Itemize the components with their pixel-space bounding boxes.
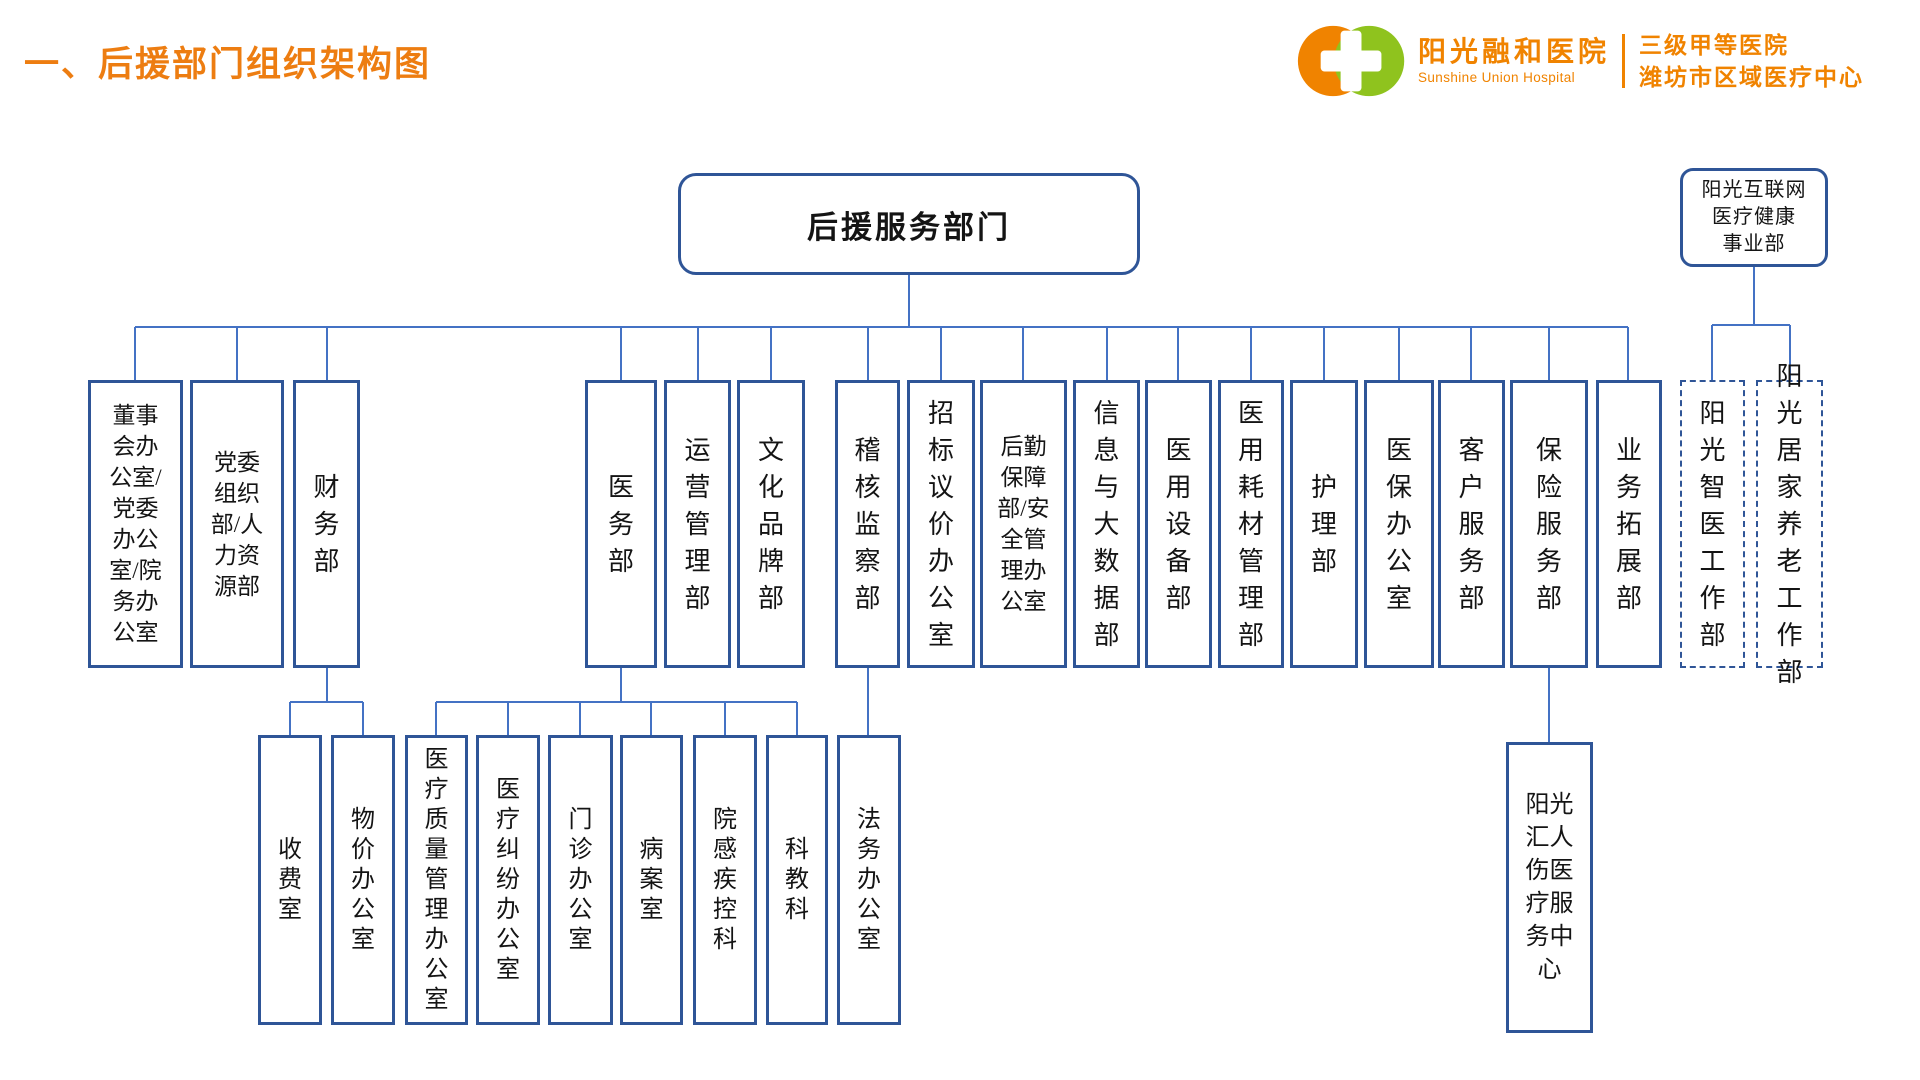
dept-home-elderly-care-dashed: 阳光居家养老工作部 — [1756, 362, 1823, 687]
dept-bidding-pricing: 招标议价办公室 — [907, 380, 975, 668]
dept-label: 阳光智医工作部 — [1699, 398, 1726, 650]
dept-label: 招标议价办公室 — [927, 398, 954, 650]
hospital-name-block: 阳光融和医院 Sunshine Union Hospital — [1418, 35, 1610, 87]
sub-outpatient-office: 门诊办公室 — [548, 735, 613, 1025]
tagline-line-2: 潍坊市区域医疗中心 — [1639, 64, 1865, 90]
dept-label: 病案室 — [639, 837, 664, 923]
internet-health-division-box: 阳光互联网 医疗健康 事业部 — [1680, 168, 1828, 267]
dept-label: 门诊办公室 — [568, 807, 593, 953]
dept-label: 护理部 — [1310, 472, 1337, 576]
dept-finance: 财务部 — [293, 380, 360, 668]
dept-medical-equipment: 医用设备部 — [1145, 380, 1212, 668]
root-box-rear-service: 后援服务部门 — [678, 173, 1140, 275]
dept-label: 运营管理部 — [684, 435, 711, 613]
dept-label: 医疗质量管理办公室 — [424, 747, 449, 1013]
dept-medical-consumables: 医用耗材管理部 — [1218, 380, 1284, 668]
hospital-brand: 阳光融和医院 Sunshine Union Hospital 三级甲等医院 潍坊… — [1296, 18, 1864, 104]
dept-label: 业务拓展部 — [1615, 435, 1642, 613]
dept-label: 物价办公室 — [351, 807, 375, 953]
sub-dispute-office: 医疗纠纷办公室 — [476, 735, 540, 1025]
dept-info-bigdata: 信息与大数据部 — [1073, 380, 1140, 668]
tagline-line-1: 三级甲等医院 — [1639, 32, 1790, 58]
sub-charging-room: 收费室 — [258, 735, 322, 1025]
brand-divider — [1622, 34, 1626, 88]
dept-label: 财务部 — [313, 472, 340, 576]
dept-label: 客户服务部 — [1458, 435, 1485, 613]
hospital-tagline: 三级甲等医院 潍坊市区域医疗中心 — [1639, 29, 1864, 93]
page-title: 一、后援部门组织架构图 — [24, 45, 432, 84]
dept-board-office: 董事会办公室/党委办公室/院务办公室 — [88, 380, 183, 668]
dept-label: 医疗纠纷办公室 — [496, 777, 520, 983]
hospital-name-en: Sunshine Union Hospital — [1418, 70, 1576, 85]
sub-infection-control: 院感疾控科 — [693, 735, 757, 1025]
sub-pricing-office: 物价办公室 — [331, 735, 395, 1025]
dept-label: 收费室 — [278, 837, 302, 923]
dept-label: 阳光汇人伤医疗服务中心 — [1525, 791, 1574, 983]
dept-label: 文化品牌部 — [757, 435, 784, 613]
dept-medical-affairs: 医务部 — [585, 380, 657, 668]
dept-label: 后勤保障部/安全管理办公室 — [997, 434, 1050, 614]
internet-division-line-1: 阳光互联网 — [1701, 179, 1807, 201]
dept-label: 董事会办公室/党委办公室/院务办公室 — [109, 403, 162, 645]
dept-label: 阳光居家养老工作部 — [1776, 361, 1803, 687]
dept-label: 信息与大数据部 — [1093, 398, 1120, 650]
hospital-name-zh: 阳光融和医院 — [1418, 36, 1611, 67]
dept-customer-service: 客户服务部 — [1438, 380, 1505, 668]
dept-label: 科教科 — [785, 837, 809, 923]
sub-personal-injury-center: 阳光汇人伤医疗服务中心 — [1506, 742, 1593, 1033]
dept-label: 保险服务部 — [1535, 435, 1562, 613]
dept-nursing: 护理部 — [1290, 380, 1358, 668]
dept-label: 党委组织部/人力资源部 — [210, 449, 264, 599]
sub-legal-office: 法务办公室 — [837, 735, 901, 1025]
internet-division-line-3: 事业部 — [1722, 233, 1786, 255]
internet-division-line-2: 医疗健康 — [1712, 206, 1796, 228]
sub-quality-mgmt-office: 医疗质量管理办公室 — [405, 735, 468, 1025]
dept-logistics-security: 后勤保障部/安全管理办公室 — [980, 380, 1067, 668]
dept-audit-supervision: 稽核监察部 — [835, 380, 900, 668]
sub-medical-records-room: 病案室 — [620, 735, 683, 1025]
root-label: 后援服务部门 — [807, 209, 1011, 245]
dept-label: 院感疾控科 — [713, 807, 737, 953]
dept-label: 医用耗材管理部 — [1237, 398, 1264, 650]
dept-culture-brand: 文化品牌部 — [737, 380, 805, 668]
dept-label: 稽核监察部 — [854, 435, 881, 613]
dept-medical-insurance-office: 医保办公室 — [1364, 380, 1434, 668]
dept-label: 法务办公室 — [857, 807, 881, 953]
dept-label: 医务部 — [607, 472, 634, 576]
dept-party-hr: 党委组织部/人力资源部 — [190, 380, 284, 668]
sub-science-education: 科教科 — [766, 735, 828, 1025]
dept-insurance-service: 保险服务部 — [1510, 380, 1588, 668]
dept-label: 医保办公室 — [1385, 435, 1412, 613]
dept-business-development: 业务拓展部 — [1596, 380, 1662, 668]
hospital-logo-icon — [1297, 25, 1405, 97]
dept-label: 医用设备部 — [1165, 435, 1192, 613]
dept-smart-medical-dashed: 阳光智医工作部 — [1680, 380, 1745, 668]
dept-operations: 运营管理部 — [664, 380, 731, 668]
